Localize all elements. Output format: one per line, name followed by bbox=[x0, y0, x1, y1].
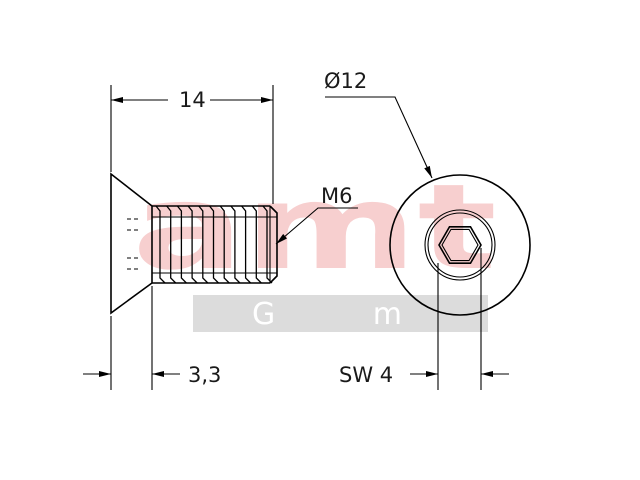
dimension-head-height: 3,3 bbox=[83, 286, 221, 390]
thread-line bbox=[208, 205, 219, 284]
thread-line bbox=[262, 205, 273, 284]
dimension-socket-size: SW 4 bbox=[339, 248, 509, 390]
thread-line bbox=[241, 205, 252, 284]
screw-side-view bbox=[110, 172, 278, 315]
thread-line bbox=[251, 205, 262, 284]
thread-line bbox=[166, 205, 177, 284]
screw-end-view bbox=[389, 174, 531, 316]
watermark-gmbh-text: G m b H bbox=[252, 297, 640, 332]
watermark-logo: amt G m b H bbox=[132, 158, 640, 332]
thread-label: M6 bbox=[321, 184, 352, 208]
watermark-band bbox=[193, 295, 488, 332]
thread-line bbox=[155, 205, 166, 284]
dimension-thread: M6 bbox=[275, 184, 358, 245]
head-outer-circle bbox=[389, 174, 531, 316]
head-height-label: 3,3 bbox=[188, 363, 221, 387]
socket-circle bbox=[424, 209, 496, 281]
hex-socket bbox=[438, 226, 482, 265]
diameter-label: Ø12 bbox=[324, 69, 367, 93]
thread-line bbox=[187, 205, 198, 284]
thread-lines bbox=[155, 205, 273, 284]
thread-line bbox=[230, 205, 241, 284]
socket-size-label: SW 4 bbox=[339, 363, 393, 387]
socket-hidden-lines bbox=[127, 218, 140, 270]
dimension-head-diameter: Ø12 bbox=[324, 69, 433, 179]
length-label: 14 bbox=[179, 88, 206, 112]
dimension-length: 14 bbox=[110, 85, 274, 204]
thread-line bbox=[219, 205, 230, 284]
thread-line bbox=[198, 205, 209, 284]
thread-line bbox=[176, 205, 187, 284]
